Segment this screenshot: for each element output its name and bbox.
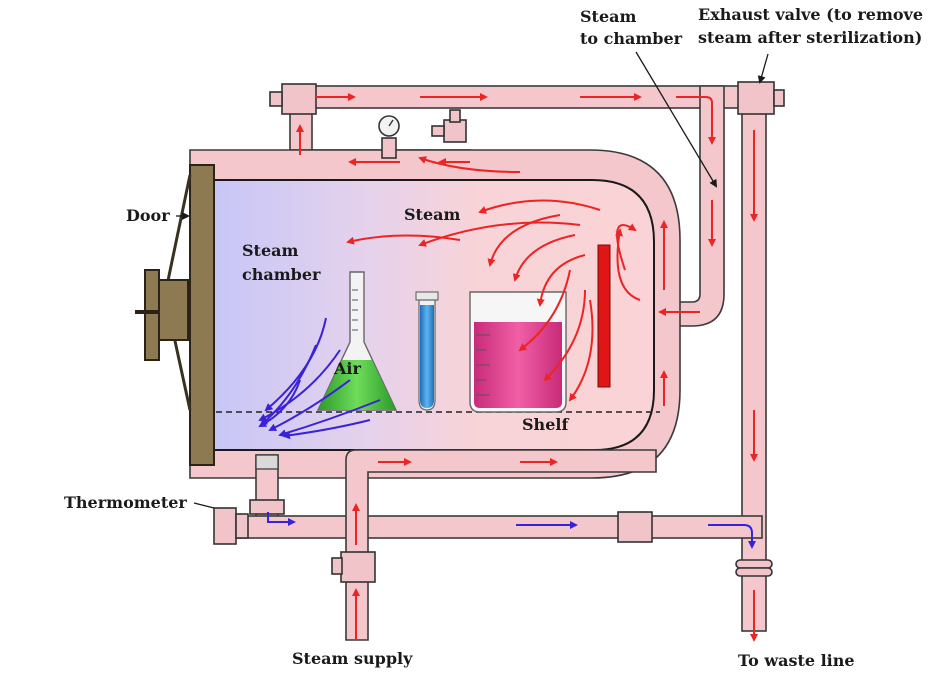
label-steam-to-chamber-2: to chamber [580,29,683,48]
heating-element [597,244,611,388]
label-shelf: Shelf [522,415,569,434]
drain-fitting [249,499,285,515]
label-steam-chamber-2: chamber [242,265,321,284]
test-tube [415,291,439,411]
label-thermometer: Thermometer [64,493,187,512]
label-steam-supply: Steam supply [292,649,413,668]
beaker [469,291,567,413]
label-door: Door [126,206,170,225]
door[interactable] [135,164,215,466]
air-flow-arrows [258,317,756,549]
label-steam-chamber-1: Steam [242,241,298,260]
label-exhaust-1: Exhaust valve (to remove [698,5,923,24]
drain-screen [255,454,279,470]
label-steam-inside: Steam [404,205,460,224]
exhaust-valve[interactable] [737,81,785,115]
safety-valve[interactable] [431,109,467,143]
steam-flow-arrows [296,93,758,642]
door-handle[interactable] [144,269,160,361]
conical-flask [316,271,398,411]
drain-valve[interactable] [617,511,653,543]
thermometer [213,507,249,545]
leader-lines [176,51,769,509]
label-steam-to-chamber-1: Steam [580,7,636,26]
label-exhaust-2: steam after sterilization) [698,28,922,47]
pressure-gauge [378,115,400,159]
waste-trap [735,559,773,577]
steam-supply-valve[interactable] [331,551,376,583]
label-to-waste-line: To waste line [738,651,855,670]
top-left-valve[interactable] [269,83,317,115]
label-air: Air [333,359,361,378]
